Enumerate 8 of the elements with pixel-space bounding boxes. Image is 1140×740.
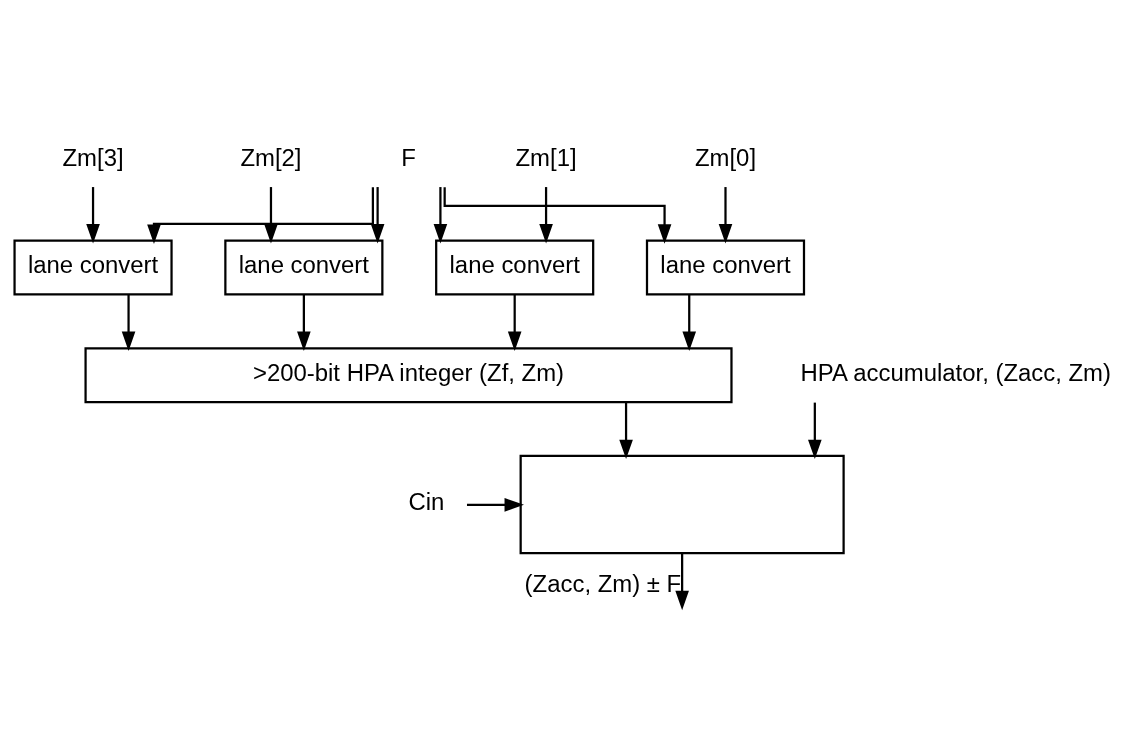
node-text: HPA accumulator, (Zacc, Zm) <box>800 358 1111 386</box>
node-text: Zm[1] <box>515 143 577 171</box>
node-text: F <box>401 143 416 171</box>
node-text: Zm[2] <box>240 143 302 171</box>
node-text: Zm[0] <box>694 143 757 171</box>
node-text: Zm[3] <box>62 143 124 171</box>
edge-label: (Zacc, Zm) ± F <box>524 569 682 597</box>
node-text: Cin <box>408 487 445 515</box>
